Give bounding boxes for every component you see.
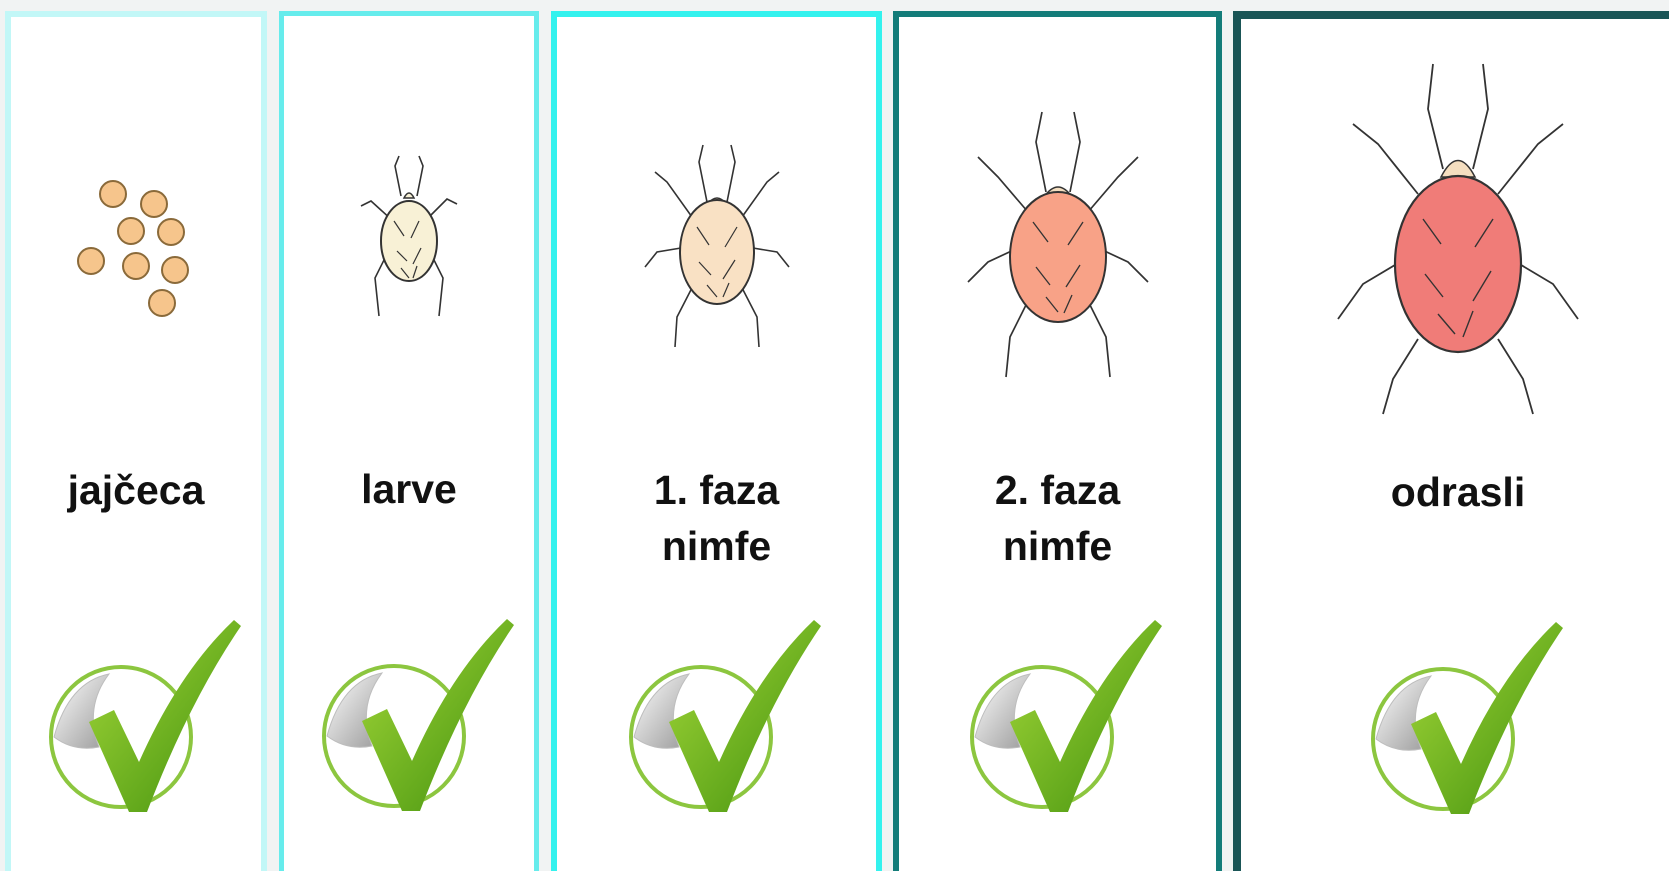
stage-illustration (284, 16, 534, 416)
green-checkmark-sticker-icon (11, 612, 261, 822)
stage-illustration (1241, 19, 1669, 419)
deutonymph-mite-icon (958, 17, 1158, 417)
stage-label: larve (284, 461, 534, 517)
adult-mite-icon (1323, 19, 1593, 419)
green-checkmark-sticker-icon (899, 612, 1216, 822)
protonymph-mite-icon (637, 17, 797, 417)
stage-label: 2. faza nimfe (899, 462, 1216, 574)
stage-illustration (899, 17, 1216, 417)
stage-label: 1. faza nimfe (557, 462, 876, 574)
eggs-icon (61, 17, 211, 417)
larva-mite-icon (349, 16, 469, 416)
stage-label: jajčeca (11, 462, 261, 518)
stage-card-eggs: jajčeca (5, 11, 267, 871)
stage-card-larva: larve (279, 11, 539, 871)
stage-card-adult: odrasli (1233, 11, 1669, 871)
green-checkmark-sticker-icon (557, 612, 876, 822)
stage-card-protonymph: 1. faza nimfe (551, 11, 882, 871)
stage-label: odrasli (1241, 464, 1669, 520)
green-checkmark-sticker-icon (284, 611, 534, 821)
stage-illustration (11, 17, 261, 417)
green-checkmark-sticker-icon (1241, 614, 1669, 824)
stage-card-deutonymph: 2. faza nimfe (893, 11, 1222, 871)
stage-illustration (557, 17, 876, 417)
